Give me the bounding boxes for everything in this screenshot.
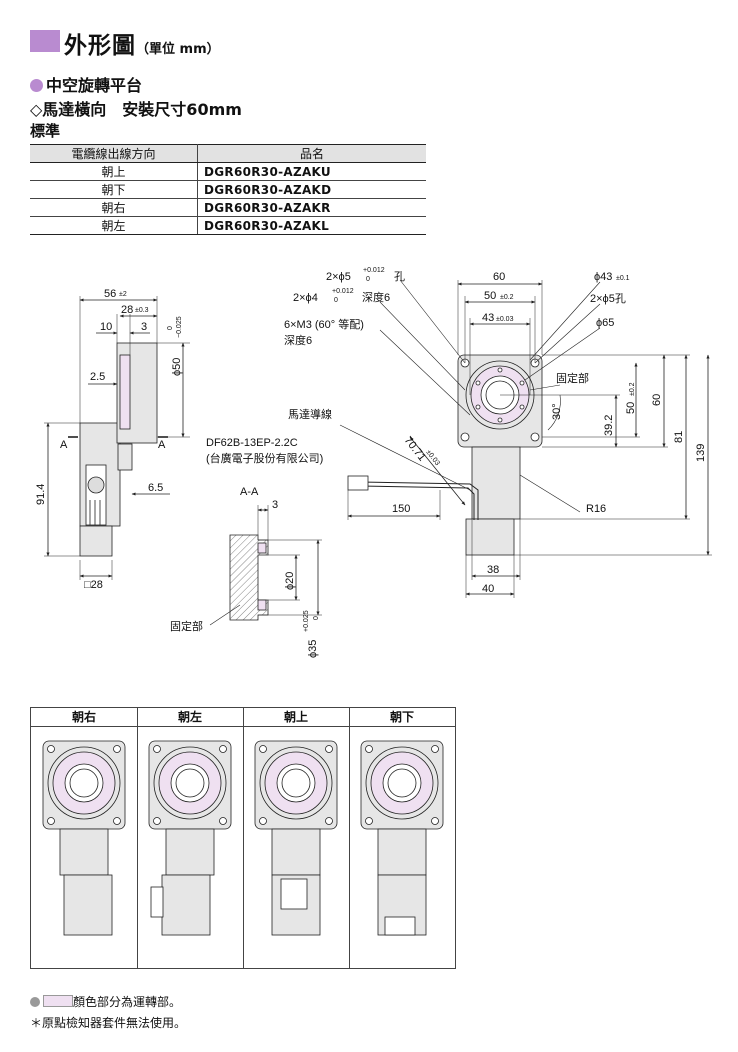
label-hole5-suffix: 孔	[394, 270, 405, 283]
section-phi35-tol-top: +0.025	[303, 610, 310, 632]
label-connector: DF62B-13EP-2.2C	[206, 437, 298, 449]
dim-81: 81	[673, 431, 685, 443]
cable-direction-views: 朝右 朝左 朝上 朝下	[30, 707, 456, 969]
page-title: 外形圖（單位 mm）	[64, 33, 220, 59]
section-phi35-tol-bot: 0	[313, 616, 320, 620]
dim-43-tol: ±0.03	[496, 316, 514, 323]
label-fixed-part: 固定部	[556, 371, 589, 385]
dim-phi50-tol-top: 0	[167, 326, 174, 330]
dim-56: 56	[104, 288, 116, 300]
title-color-block	[30, 30, 60, 52]
legend-note: 顏色部分為運轉部。	[30, 993, 181, 1010]
section-fixed-part: 固定部	[170, 619, 203, 633]
label-hole4-tol-top: +0.012	[332, 288, 354, 295]
rotating-color-swatch	[43, 995, 73, 1007]
direction-cell: 朝左	[30, 216, 198, 235]
views-drawing	[42, 740, 444, 936]
dim-38: 38	[487, 564, 499, 576]
dim-diag: 70.71	[402, 434, 428, 463]
label-angle30: 30°	[551, 403, 563, 420]
dim-91-4: 91.4	[35, 484, 47, 505]
direction-cell: 朝右	[30, 198, 198, 217]
dim-139: 139	[695, 444, 707, 462]
front-view-labels: 2×ϕ5 +0.012 0 孔 2×ϕ4 +0.012 0 深度6 6×M3 (…	[206, 267, 707, 595]
bullet-dot-icon	[30, 997, 40, 1007]
model-cell: DGR60R30-AZAKD	[197, 180, 426, 199]
label-phi43: ϕ43	[594, 271, 612, 283]
view-label-left: 朝左	[177, 710, 202, 724]
side-rotating-part	[119, 354, 131, 430]
section-label-a-left: A	[60, 439, 68, 451]
label-hole4-tol-bot: 0	[334, 297, 338, 304]
product-name: 中空旋轉平台	[30, 72, 142, 96]
label-phi5-2: 2×ϕ5孔	[590, 292, 626, 305]
section-view	[209, 505, 322, 626]
dim-56-tol: ±2	[119, 291, 127, 298]
label-hole5: 2×ϕ5	[326, 271, 351, 283]
dim-50: 50	[484, 290, 496, 302]
dim-phi50-tol-bot: −0.025	[176, 316, 183, 338]
section-dim-3: 3	[272, 499, 278, 511]
view-label-right: 朝右	[71, 710, 96, 724]
dimension-drawing: 56 ±2 28 ±0.3 10 3 ϕ50 0 −0.025 2.5 A A …	[35, 267, 712, 658]
model-cell: DGR60R30-AZAKR	[197, 198, 426, 217]
label-phi65: ϕ65	[596, 317, 614, 329]
label-m3-depth: 深度6	[284, 333, 312, 347]
dim-60-top: 60	[493, 271, 505, 283]
model-cell: DGR60R30-AZAKL	[197, 216, 426, 235]
dim-sq28: □28	[84, 579, 103, 591]
label-connector-maker: (台廣電子股份有限公司)	[206, 451, 323, 465]
label-hole4-depth: 深度6	[362, 290, 390, 304]
section-phi35: ϕ35	[307, 640, 319, 658]
dim-3: 3	[141, 321, 147, 333]
label-phi43-tol: ±0.1	[616, 275, 630, 282]
section-phi20: ϕ20	[284, 572, 296, 590]
label-hole4: 2×ϕ4	[293, 292, 318, 304]
label-hole5-tol-bot: 0	[366, 276, 370, 283]
orientation-label: ◇馬達橫向 安裝尺寸60mm	[30, 100, 242, 119]
dim-28: 28	[121, 304, 133, 316]
origin-sensor-note: ＊原點檢知器套件無法使用。	[30, 1016, 187, 1030]
label-motor-lead: 馬達導線	[288, 407, 332, 421]
direction-cell: 朝上	[30, 162, 198, 181]
label-hole5-tol-top: +0.012	[363, 267, 385, 274]
view-label-down: 朝下	[389, 710, 414, 724]
bullet-dot-icon	[30, 79, 43, 92]
model-cell: DGR60R30-AZAKU	[197, 162, 426, 181]
dim-phi50: ϕ50	[171, 358, 183, 376]
dim-2-5: 2.5	[90, 371, 105, 383]
dim-60-v: 60	[651, 394, 663, 406]
dim-150: 150	[392, 503, 410, 515]
side-view-labels: 56 ±2 28 ±0.3 10 3 ϕ50 0 −0.025 2.5 A A …	[35, 288, 183, 591]
section-title: A-A	[240, 486, 259, 498]
standard-label: 標準	[30, 122, 61, 140]
unit-label: （單位 mm）	[136, 42, 220, 57]
dim-50-v-tol: ±0.2	[629, 382, 636, 396]
dim-6-5: 6.5	[148, 482, 163, 494]
dim-43: 43	[482, 312, 494, 324]
section-labels: A-A 3 ϕ20 ϕ35 +0.025 0 固定部	[170, 486, 320, 658]
label-m3: 6×M3 (60° 等配)	[284, 317, 364, 331]
direction-cell: 朝下	[30, 180, 198, 199]
section-label-a-right: A	[158, 439, 166, 451]
dim-50-tol: ±0.2	[500, 294, 514, 301]
dim-28-tol: ±0.3	[135, 307, 149, 314]
dim-39-2: 39.2	[603, 415, 615, 436]
dim-50-v: 50	[625, 402, 637, 414]
col-header-model: 品名	[197, 144, 426, 163]
col-header-direction: 電纜線出線方向	[30, 144, 198, 163]
view-label-up: 朝上	[283, 710, 308, 724]
dim-40: 40	[482, 583, 494, 595]
side-view	[44, 296, 190, 580]
dim-10: 10	[100, 321, 112, 333]
label-r16: R16	[586, 503, 606, 515]
front-view	[339, 279, 712, 598]
